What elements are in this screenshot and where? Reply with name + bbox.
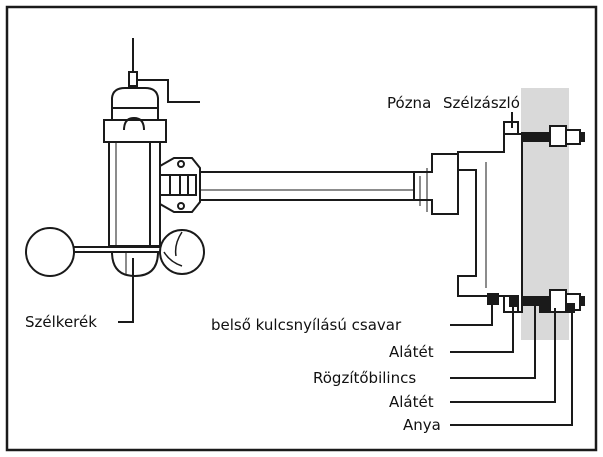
- label-wind-cups: Szélkerék: [25, 313, 97, 331]
- arm-connector: [159, 157, 201, 213]
- label-wind-vane: Szélzászló: [443, 94, 520, 112]
- diagram-border: [5, 5, 598, 452]
- clamp-top: [521, 125, 585, 147]
- label-washer-2: Alátét: [389, 393, 434, 411]
- leader-wind-cups: [118, 258, 134, 323]
- leader-washer-2: [450, 308, 556, 403]
- leader-clamp: [450, 305, 536, 379]
- leader-hex-screw: [450, 300, 493, 326]
- label-pole: Pózna: [387, 94, 432, 112]
- antenna: [128, 38, 138, 87]
- wind-vane-pointer-line: [137, 79, 200, 103]
- arm-tube: [199, 171, 415, 201]
- clamp-bottom: [487, 289, 585, 313]
- wind-cups: [25, 227, 205, 278]
- mounting-bracket: [413, 121, 523, 313]
- label-washer-1: Alátét: [389, 343, 434, 361]
- leader-washer-1: [450, 305, 514, 353]
- sensor-body: [108, 141, 161, 247]
- label-nut: Anya: [403, 416, 441, 434]
- leader-lines: [118, 112, 573, 426]
- label-hex-screw: belső kulcsnyílású csavar: [211, 316, 402, 334]
- leader-nut: [450, 310, 573, 426]
- sensor-head: [103, 87, 167, 143]
- label-clamp: Rögzítőbilincs: [313, 369, 417, 387]
